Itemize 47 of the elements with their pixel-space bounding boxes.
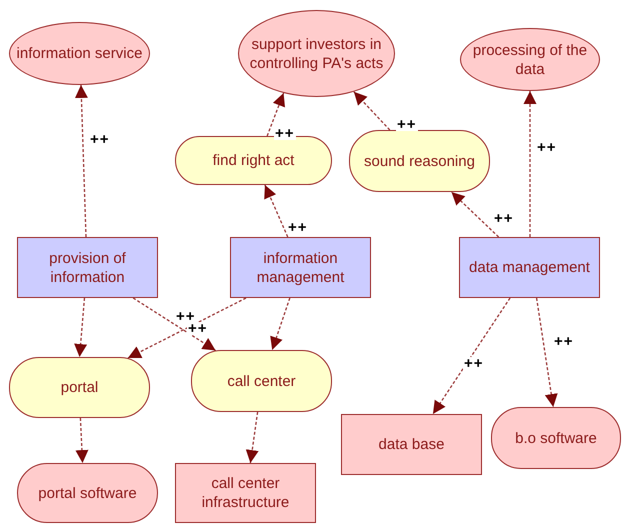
edge-label: ++ <box>463 357 485 370</box>
task-pill <box>175 136 332 185</box>
edge-label: ++ <box>89 133 111 146</box>
arrow <box>74 298 88 358</box>
task-pill <box>191 350 332 412</box>
task-pill <box>349 130 490 192</box>
edge-label: ++ <box>493 212 515 225</box>
arrow <box>524 91 536 237</box>
node-label: portal <box>60 378 100 397</box>
node-label: find right act <box>212 151 296 170</box>
arrow <box>451 192 500 238</box>
node-label: support investors in controlling PA's acts <box>248 34 384 72</box>
arrow <box>536 298 558 408</box>
process-box <box>459 237 600 298</box>
arrow <box>132 297 216 352</box>
arrow <box>128 297 246 359</box>
arrow <box>270 298 290 350</box>
arrow <box>353 91 390 130</box>
node-label: sound reasoning <box>363 152 476 170</box>
task-pill <box>491 407 621 469</box>
arrow <box>432 298 511 414</box>
node-label: provision of information <box>48 248 127 286</box>
node-label: data management <box>468 258 591 277</box>
node-label: processing of the data <box>472 40 588 78</box>
arrow <box>74 84 88 238</box>
arrow <box>246 412 259 464</box>
arrow <box>264 184 288 238</box>
edge-label: ++ <box>396 118 418 131</box>
node-label: call center <box>226 372 297 390</box>
node-label: information service <box>16 44 144 63</box>
edge-label: ++ <box>187 322 209 335</box>
arrow <box>75 418 88 464</box>
edge-label: ++ <box>274 127 296 140</box>
node-label: portal software <box>37 484 138 502</box>
process-box <box>230 237 371 298</box>
arrow <box>266 92 286 136</box>
process-box <box>17 237 158 298</box>
edge-label: ++ <box>553 335 575 348</box>
edge-label: ++ <box>175 310 197 323</box>
node-label: b.o software <box>514 428 598 448</box>
node-label: information management <box>256 248 346 286</box>
process-box <box>175 463 316 523</box>
node-label: call center infrastructure <box>200 474 290 512</box>
node-label: data base <box>378 435 446 454</box>
edge-label: ++ <box>287 221 309 234</box>
process-box <box>341 414 482 475</box>
edge-label: ++ <box>536 141 558 154</box>
